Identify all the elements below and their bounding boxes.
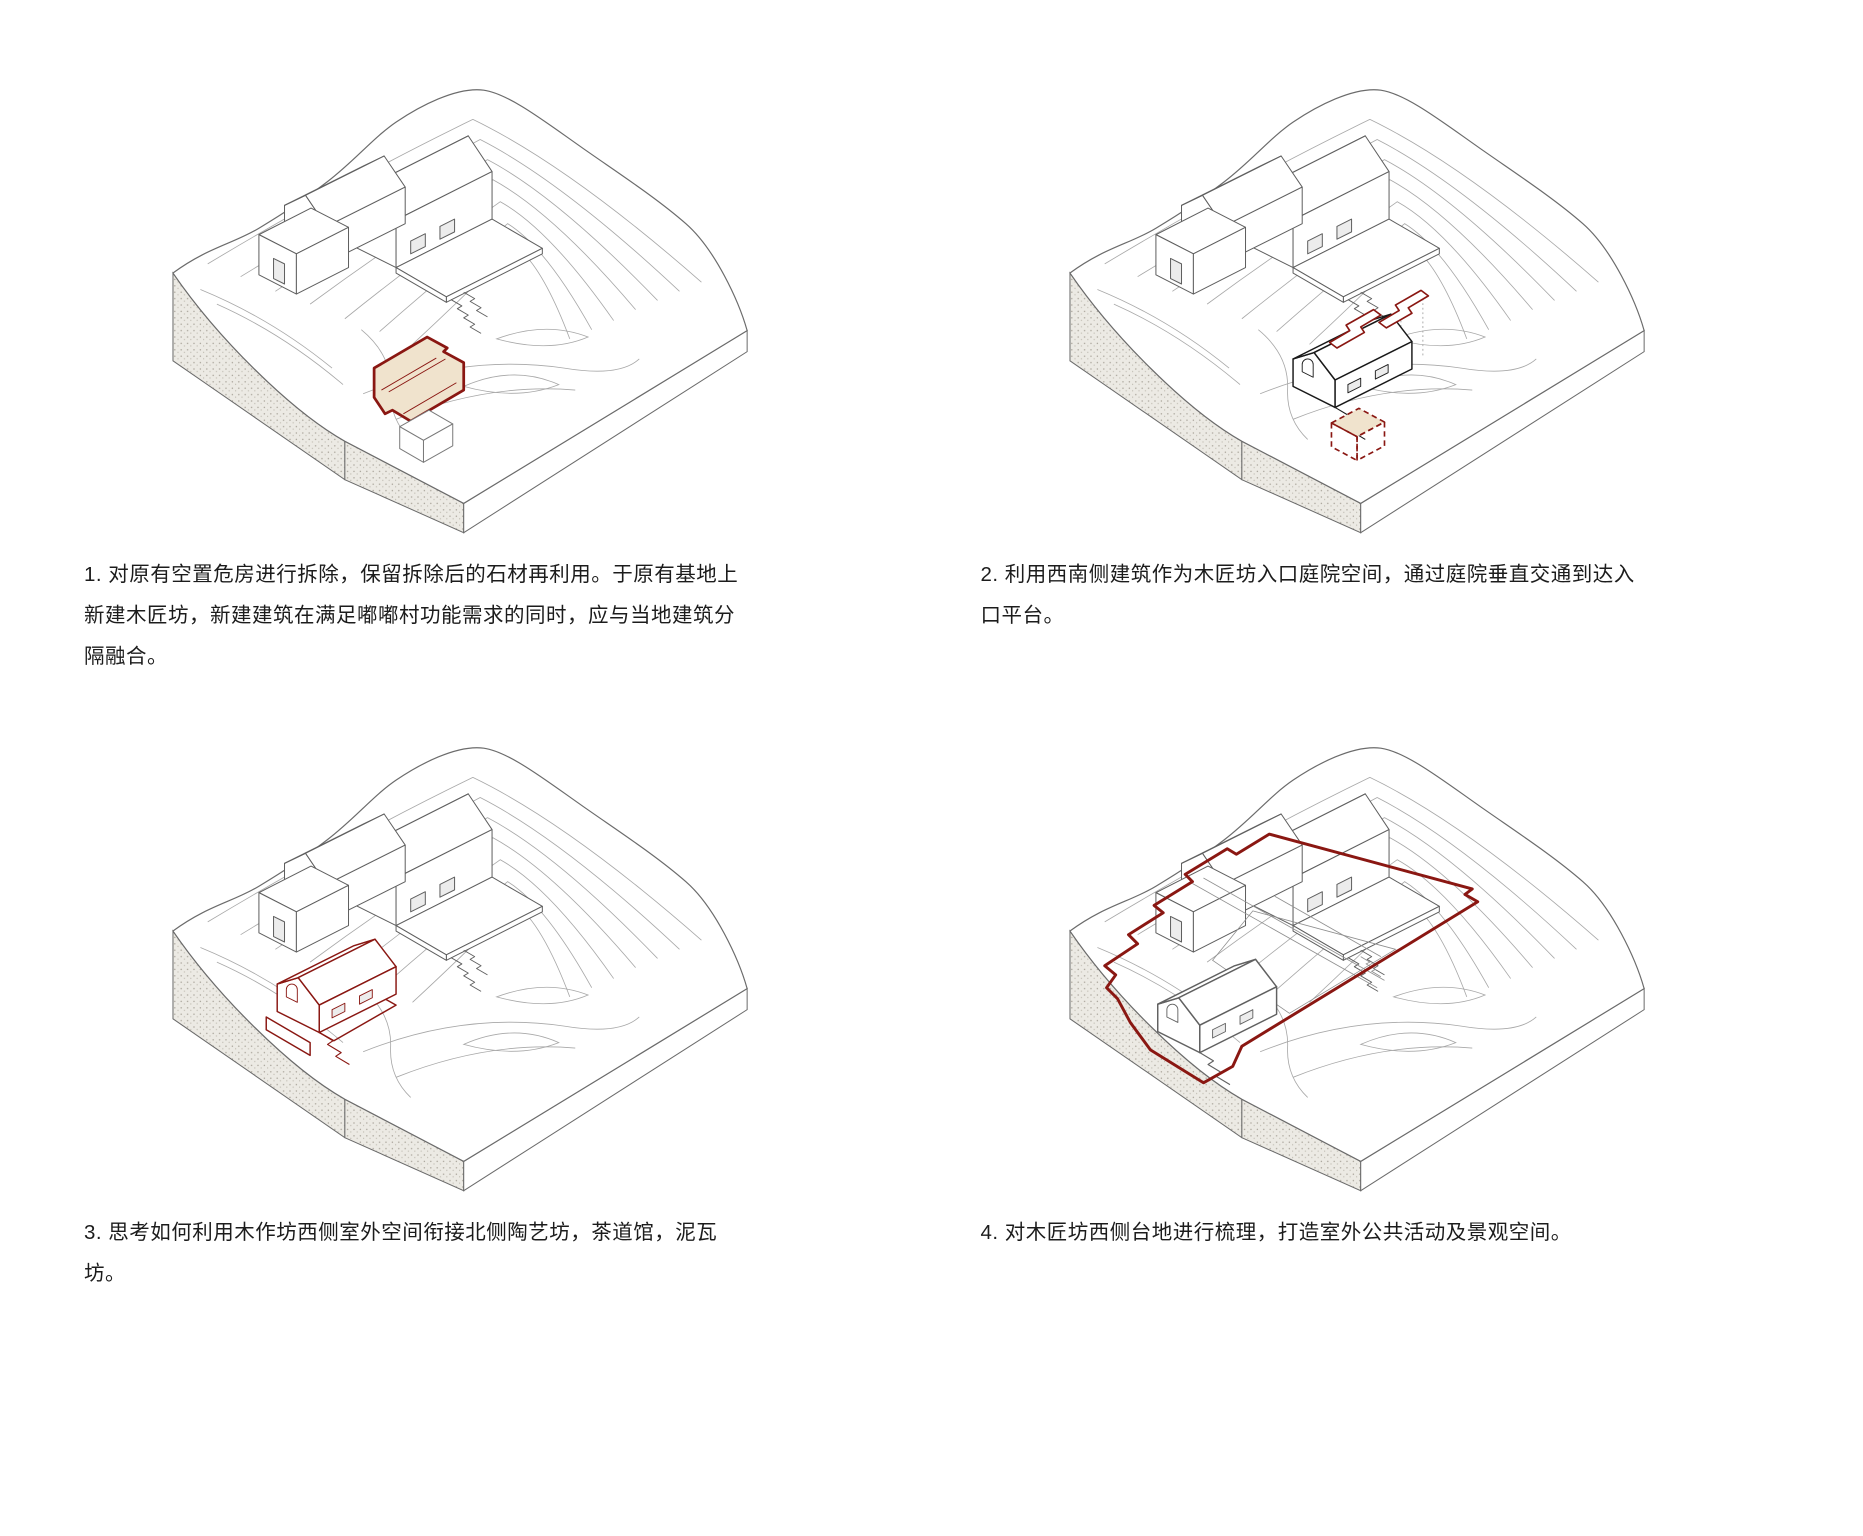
panel-caption-3: 3. 思考如何利用木作坊西侧室外空间衔接北侧陶艺坊，茶道馆，泥瓦坊。 (84, 1221, 718, 1285)
panel-caption-2: 2. 利用西南侧建筑作为木匠坊入口庭院空间，通过庭院垂直交通到达入口平台。 (980, 563, 1635, 627)
terrace-platform-lines (1191, 877, 1396, 1014)
site-axonometric-4 (1068, 747, 1645, 1192)
site-axonometric-2 (1068, 89, 1645, 534)
small-white-cube (399, 409, 454, 463)
diagram-panel-2: 2. 利用西南侧建筑作为木匠坊入口庭院空间，通过庭院垂直交通到达入口平台。 (967, 28, 1809, 668)
demolition-footprint-highlight (372, 335, 466, 423)
site-axonometric-1 (172, 89, 748, 534)
diagram-panel-1: 1. 对原有空置危房进行拆除，保留拆除后的石材再利用。于原有基地上新建木匠坊，新… (70, 28, 912, 668)
panel-caption-1: 1. 对原有空置危房进行拆除，保留拆除后的石材再利用。于原有基地上新建木匠坊，新… (84, 563, 739, 668)
site-axonometric-3 (172, 747, 748, 1192)
public-space-boundary-red (1102, 832, 1479, 1085)
panel-caption-4: 4. 对木匠坊西侧台地进行梳理，打造室外公共活动及景观空间。 (980, 1221, 1572, 1244)
courtyard-dashed-cube (1330, 407, 1385, 462)
entry-ramps-red (1328, 289, 1429, 349)
diagram-panel-3: 3. 思考如何利用木作坊西侧室外空间衔接北侧陶艺坊，茶道馆，泥瓦坊。 (70, 686, 912, 1326)
diagram-panel-4: 4. 对木匠坊西侧台地进行梳理，打造室外公共活动及景观空间。 (967, 686, 1809, 1326)
